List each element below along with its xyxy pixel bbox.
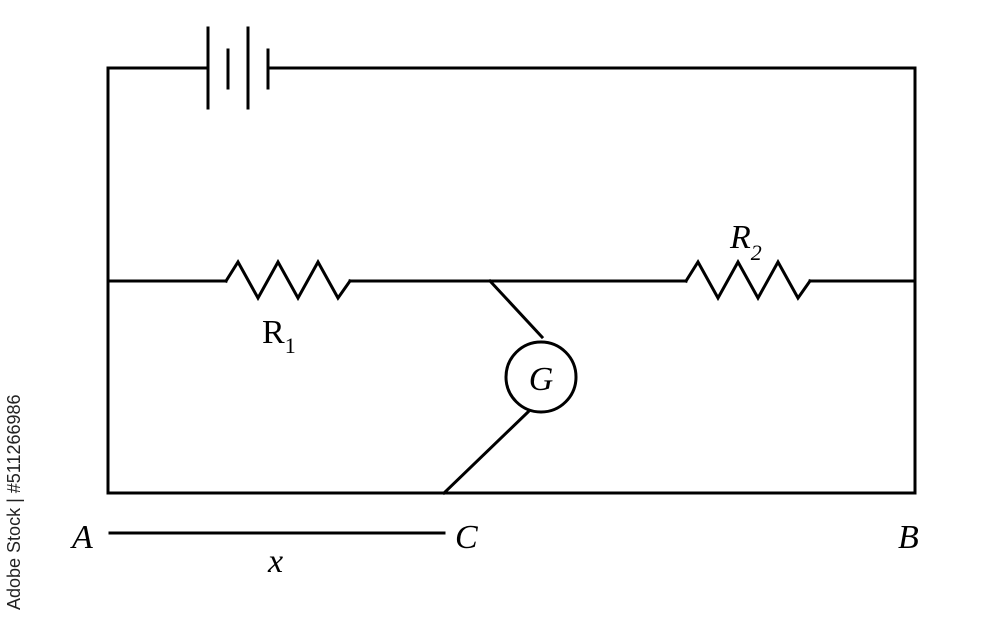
label-point-b: B	[898, 519, 919, 556]
resistor-r2-icon	[683, 258, 813, 302]
label-r2-subscript: 2	[751, 240, 762, 265]
label-galvanometer: G	[529, 361, 554, 398]
label-r2: R2	[729, 219, 762, 265]
label-r1: R1	[262, 314, 296, 358]
galvanometer-icon	[504, 340, 578, 414]
battery-icon	[206, 26, 270, 110]
galvanometer-upper-lead	[487, 278, 545, 340]
label-length-x: x	[267, 543, 283, 580]
resistor-r1-icon	[223, 258, 353, 302]
stock-watermark: Adobe Stock | #511266986	[4, 394, 24, 610]
label-r1-subscript: 1	[285, 333, 296, 358]
label-point-a: A	[70, 519, 93, 556]
label-point-c: C	[455, 519, 478, 556]
galvanometer-lower-lead	[441, 409, 531, 496]
resistor-branch	[106, 258, 917, 302]
